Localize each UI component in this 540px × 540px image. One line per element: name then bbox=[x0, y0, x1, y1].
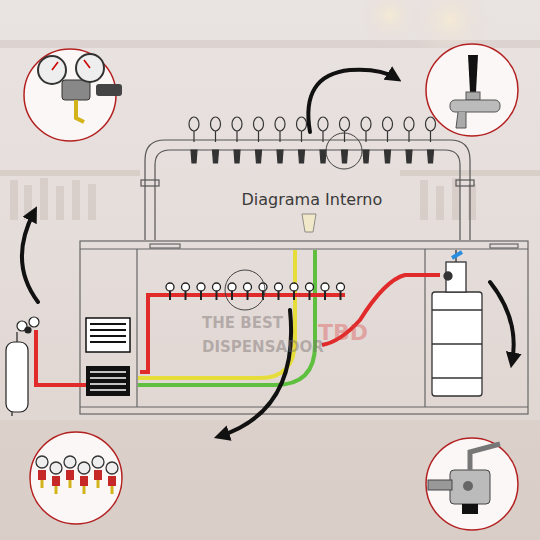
tap-handle bbox=[404, 117, 414, 131]
gauge bbox=[50, 462, 62, 474]
watermark-text: DISPENSADOR bbox=[202, 338, 324, 356]
tap-spout bbox=[320, 150, 326, 163]
tap-stem bbox=[193, 131, 194, 142]
tap-handle bbox=[361, 117, 371, 131]
manifold-photo bbox=[36, 456, 118, 494]
manifold-gauge bbox=[275, 283, 283, 291]
manifold-gauge bbox=[259, 283, 267, 291]
tap-handle bbox=[318, 117, 328, 131]
gauge bbox=[92, 456, 104, 468]
manifold-gauge bbox=[197, 283, 205, 291]
beer-faucet bbox=[450, 55, 500, 128]
tap-handle bbox=[383, 117, 393, 131]
tap-handle bbox=[275, 117, 285, 131]
tap-stem bbox=[430, 131, 431, 142]
manifold-gauge bbox=[290, 283, 298, 291]
tap-handle bbox=[426, 117, 436, 131]
watermark-text: TBD bbox=[318, 320, 368, 345]
tap-stem bbox=[387, 131, 388, 142]
regulator-body bbox=[80, 476, 88, 486]
regulator-body bbox=[94, 470, 102, 480]
tap-stem bbox=[279, 131, 280, 142]
tap-stem bbox=[215, 131, 216, 142]
tap-spout bbox=[191, 150, 197, 163]
outlet bbox=[111, 486, 114, 494]
highlight-circle bbox=[326, 133, 362, 169]
outlet bbox=[83, 486, 86, 494]
glass bbox=[302, 214, 316, 232]
compressor bbox=[86, 318, 130, 396]
tap-spout bbox=[256, 150, 262, 163]
gas-manifold bbox=[166, 283, 345, 300]
manifold-gauge bbox=[228, 283, 236, 291]
regulator-body bbox=[108, 476, 116, 486]
tap-spout bbox=[277, 150, 283, 163]
tap-spout bbox=[428, 150, 434, 163]
tap-handle bbox=[189, 117, 199, 131]
keg bbox=[432, 250, 482, 396]
regulator-body bbox=[66, 470, 74, 480]
tap-spout bbox=[213, 150, 219, 163]
diagram-title: Diagrama Interno bbox=[242, 190, 383, 209]
tap-spout bbox=[406, 150, 412, 163]
manifold-gauge bbox=[213, 283, 221, 291]
gauge bbox=[106, 462, 118, 474]
tap-handle bbox=[340, 117, 350, 131]
tap-stem bbox=[301, 131, 302, 142]
manifold-gauge bbox=[306, 283, 314, 291]
tap-spout bbox=[299, 150, 305, 163]
outlet bbox=[69, 480, 72, 488]
regulator-body bbox=[52, 476, 60, 486]
outlet bbox=[97, 480, 100, 488]
outlet bbox=[55, 486, 58, 494]
gas-lines bbox=[36, 275, 440, 385]
regulator-body bbox=[38, 470, 46, 480]
cabinet bbox=[80, 241, 528, 414]
manifold-gauge bbox=[337, 283, 345, 291]
highlight-circle bbox=[225, 270, 265, 310]
beer-tower bbox=[141, 140, 474, 240]
tap-stem bbox=[408, 131, 409, 142]
keg-coupler bbox=[428, 444, 500, 514]
tap-spout bbox=[363, 150, 369, 163]
outlet bbox=[41, 480, 44, 488]
tap-spout bbox=[234, 150, 240, 163]
gauge bbox=[78, 462, 90, 474]
co2-regulator bbox=[38, 54, 122, 122]
gauge bbox=[64, 456, 76, 468]
manifold-gauge bbox=[244, 283, 252, 291]
tap-handle bbox=[297, 117, 307, 131]
tap-row bbox=[189, 117, 436, 163]
tap-spout bbox=[342, 150, 348, 163]
tap-handle bbox=[232, 117, 242, 131]
tap-spout bbox=[385, 150, 391, 163]
manifold-gauge bbox=[321, 283, 329, 291]
manifold-gauge bbox=[182, 283, 190, 291]
manifold-gauge bbox=[166, 283, 174, 291]
tap-handle bbox=[254, 117, 264, 131]
tap-stem bbox=[365, 131, 366, 142]
callout-circle bbox=[24, 44, 518, 530]
tap-stem bbox=[236, 131, 237, 142]
tap-stem bbox=[322, 131, 323, 142]
tap-stem bbox=[258, 131, 259, 142]
tap-handle bbox=[211, 117, 221, 131]
gauge bbox=[36, 456, 48, 468]
watermark-text: THE BEST bbox=[202, 314, 283, 332]
